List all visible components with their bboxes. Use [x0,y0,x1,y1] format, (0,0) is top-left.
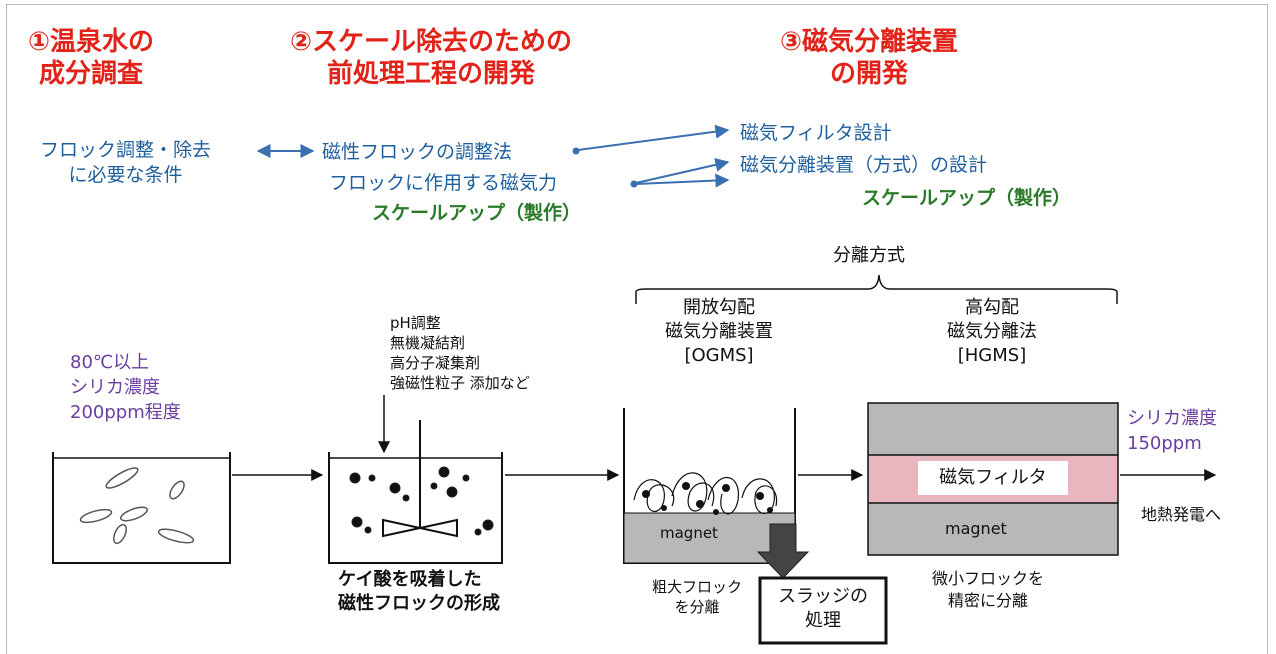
separation-brace [635,274,1118,304]
separation-methods-label: 分離方式 [833,245,905,266]
arrow-method-filter [577,124,730,151]
mixer-tank [328,452,503,564]
to-geothermal-power: 地熱発電へ [1141,505,1222,524]
silica-particles [79,467,195,545]
coarse-flocs [633,472,778,515]
floc-force: フロックに作用する磁気力 [329,172,558,194]
outlet-silica: シリカ濃度 150ppm [1127,408,1217,454]
dot-method [572,147,580,155]
separator-design: 磁気分離装置（方式）の設計 [740,154,988,176]
ogms-label: 開放勾配 磁気分離装置 [OGMS] [665,297,773,366]
scaleup-step3: スケールアップ（製作） [862,187,1072,209]
floc-method: 磁性フロックの調整法 [322,141,513,163]
arrow-force-scaleup [635,173,730,188]
floc-formation-caption: ケイ酸を吸着した 磁性フロックの形成 [338,569,500,614]
heading-step1: ①温泉水の 成分調査 [28,27,155,89]
magnetic-filter-label: 磁気フィルタ [939,467,1047,488]
floc-conditions: フロック調整・除去 に必要な条件 [40,139,212,186]
filter-label-box [918,461,1068,495]
sludge-box [758,576,888,645]
dot-force [630,180,638,188]
arrow-force-separator [635,157,730,184]
additives-list: pH調整 無機凝結剤 高分子凝集剤 強磁性粒子 添加など [390,314,530,392]
hgms-magnet-label: magnet [945,519,1007,538]
heading-step2: ②スケール除去のための 前処理工程の開発 [290,27,573,89]
heading-step3: ③磁気分離装置 の開発 [780,27,959,89]
diagram-frame [6,4,1268,654]
hot-spring-conditions: 80℃以上 シリカ濃度 200ppm程度 [70,352,181,423]
hgms-label: 高勾配 磁気分離法 [HGMS] [947,297,1037,366]
scaleup-step2: スケールアップ（製作） [372,202,582,224]
coarse-floc-caption: 粗大フロック を分離 [652,578,743,616]
hot-spring-tank [52,452,231,564]
filter-design: 磁気フィルタ設計 [740,122,892,144]
sludge-treatment: スラッジの 処理 [778,586,868,631]
sludge-arrow [756,523,810,579]
fine-floc-caption: 微小フロックを 精密に分離 [932,569,1045,610]
magnetic-flocs [349,466,494,536]
stirrer-blade [382,518,458,538]
ogms-magnet-label: magnet [660,524,718,542]
